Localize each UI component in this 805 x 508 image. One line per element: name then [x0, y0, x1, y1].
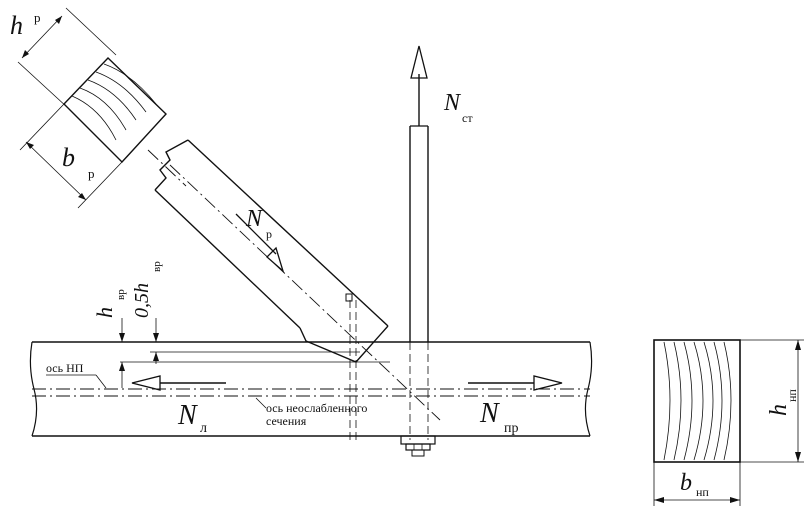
b-np-label: b	[680, 470, 692, 496]
rafter-member	[154, 139, 441, 421]
n-l-subscript: л	[200, 421, 207, 436]
chord-cross-section	[653, 339, 804, 506]
notch-dimensions	[119, 318, 159, 388]
rafter-cross-section	[17, 7, 187, 209]
b-p-label: b	[62, 143, 75, 172]
b-np-subscript: нп	[696, 485, 709, 499]
h-np-label: h	[766, 404, 792, 416]
n-l-label: N	[177, 400, 198, 431]
axis-unweakened-note-1: ось неослабленного	[266, 401, 367, 415]
h-np-subscript: нп	[785, 389, 799, 402]
h-vr-subscript: вр	[115, 289, 127, 300]
axis-np-note: ось НП	[46, 361, 84, 375]
n-st-subscript: ст	[462, 111, 473, 125]
n-st-label: N	[443, 90, 462, 116]
n-p-subscript: р	[266, 227, 272, 241]
n-p-label: N	[245, 206, 264, 232]
h-vr-label: h	[92, 307, 117, 318]
vertical-post	[400, 45, 436, 457]
half-h-vr-label: 0,5h	[131, 283, 153, 318]
h-p-label: h	[10, 11, 23, 40]
h-p-subscript: р	[34, 10, 41, 25]
b-p-subscript: р	[88, 166, 95, 181]
n-pr-label: N	[479, 398, 500, 429]
half-h-vr-subscript: вр	[151, 261, 163, 272]
n-pr-subscript: пр	[504, 421, 519, 436]
bottom-chord	[29, 300, 593, 440]
axis-unweakened-note-2: сечения	[266, 414, 307, 428]
